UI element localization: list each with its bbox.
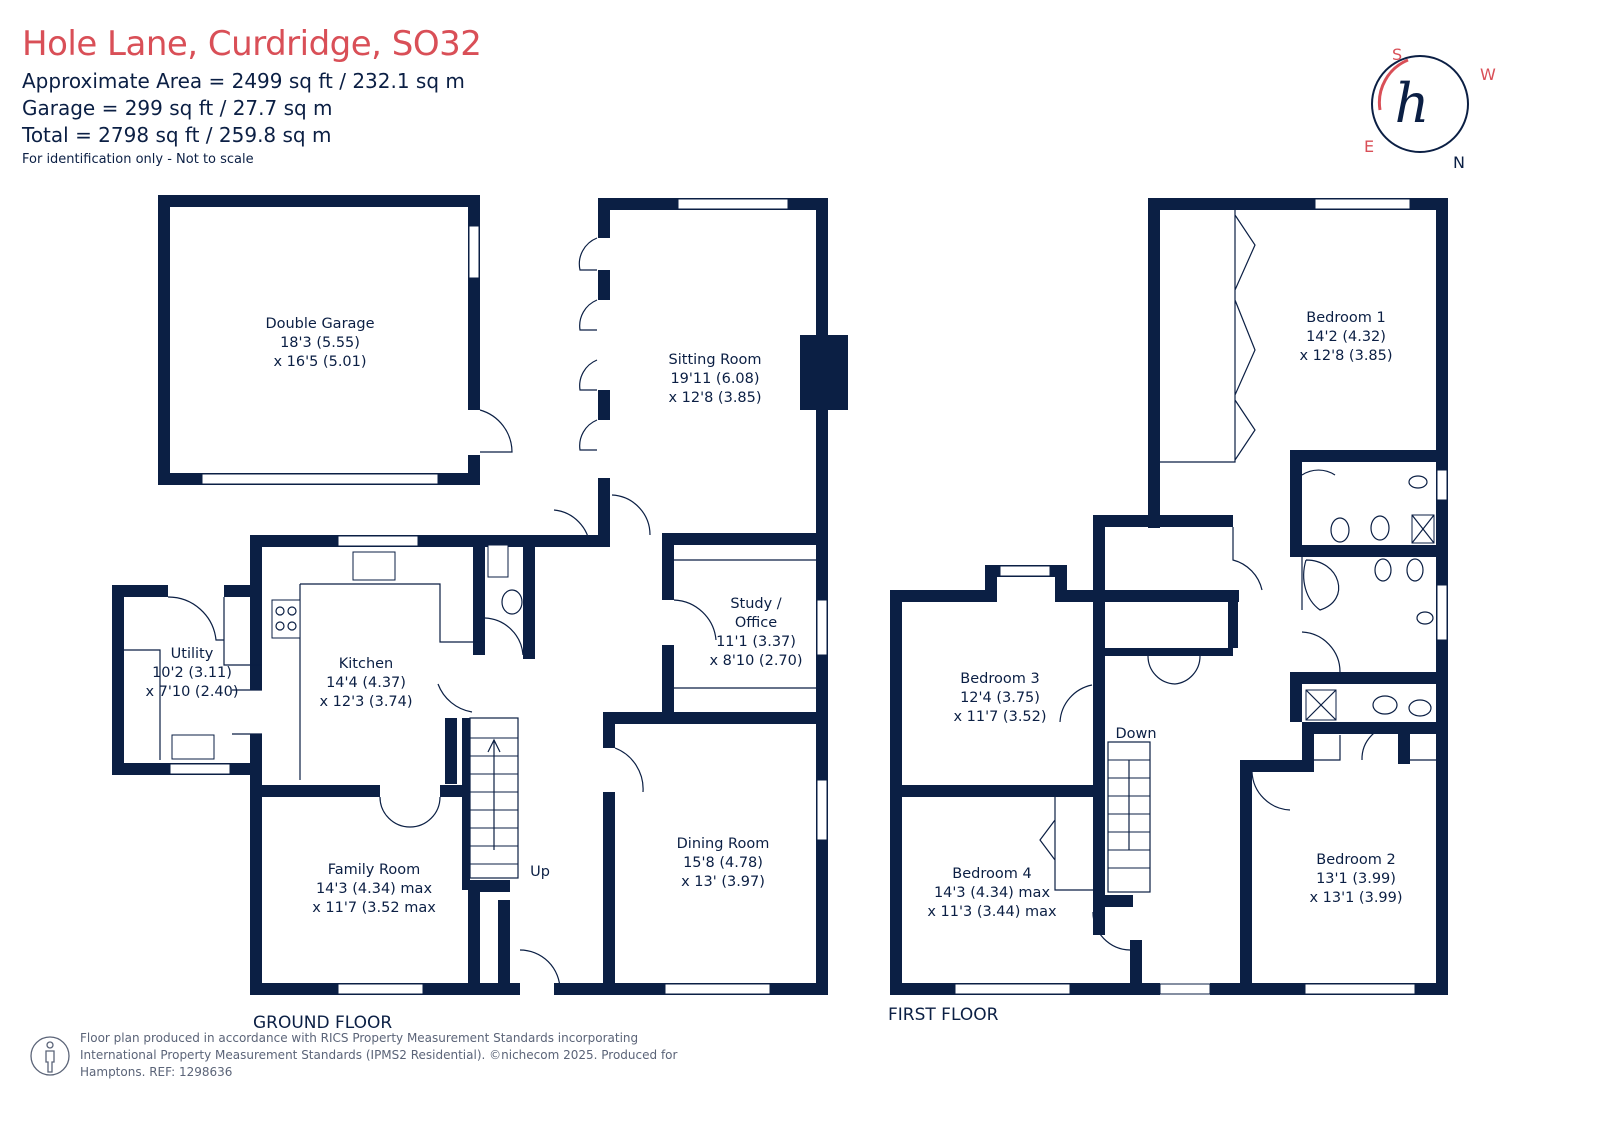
footer-line-3: Hamptons. REF: 1298636	[80, 1065, 233, 1079]
utility-sink	[171, 734, 215, 760]
disclaimer-note: For identification only - Not to scale	[22, 152, 254, 167]
approximate-area: Approximate Area = 2499 sq ft / 232.1 sq…	[22, 69, 465, 93]
label-bed4-l2: x 11'3 (3.44) max	[927, 904, 1057, 920]
label-kitchen-l2: x 12'3 (3.74)	[319, 694, 412, 710]
total-area: Total = 2798 sq ft / 259.8 sq m	[22, 123, 332, 147]
label-bed3-name: Bedroom 3	[960, 671, 1039, 687]
label-bed3-l2: x 11'7 (3.52)	[953, 709, 1046, 725]
label-bed4-l1: 14'3 (4.34) max	[934, 885, 1050, 901]
label-utility-l2: x 7'10 (2.40)	[145, 684, 238, 700]
label-garage-l1: 18'3 (5.55)	[280, 335, 360, 351]
hob	[271, 599, 301, 639]
label-garage-name: Double Garage	[265, 316, 374, 332]
label-study-l1: 11'1 (3.37)	[716, 634, 796, 650]
logo-letter: h	[1395, 72, 1430, 135]
label-study-l2: x 8'10 (2.70)	[709, 653, 802, 669]
footer-line-2: International Property Measurement Stand…	[80, 1048, 678, 1062]
compass-w: W	[1480, 65, 1496, 84]
footer-line-1: Floor plan produced in accordance with R…	[80, 1031, 639, 1045]
label-family-l1: 14'3 (4.34) max	[316, 881, 432, 897]
label-kitchen-l1: 14'4 (4.37)	[326, 675, 406, 691]
header: Hole Lane, Curdridge, SO32 Approximate A…	[22, 24, 482, 171]
person-scale-icon	[30, 1036, 70, 1076]
first-floor-walls	[890, 198, 1448, 995]
compass-logo: h S W N E	[1364, 45, 1496, 172]
compass-n: N	[1453, 153, 1465, 172]
label-study-name2: Office	[735, 615, 777, 631]
label-dining-l1: 15'8 (4.78)	[683, 855, 763, 871]
compass-s: S	[1392, 45, 1402, 64]
ground-floor-walls	[112, 195, 848, 995]
label-bed4-name: Bedroom 4	[952, 866, 1031, 882]
label-ground-floor: GROUND FLOOR	[253, 1013, 392, 1033]
label-bed2-l1: 13'1 (3.99)	[1316, 871, 1396, 887]
label-sitting-l1: 19'11 (6.08)	[670, 371, 759, 387]
label-first-floor: FIRST FLOOR	[888, 1005, 999, 1025]
label-garage-l2: x 16'5 (5.01)	[273, 354, 366, 370]
label-utility-l1: 10'2 (3.11)	[152, 665, 232, 681]
label-family-name: Family Room	[328, 862, 421, 878]
label-bed3-l1: 12'4 (3.75)	[960, 690, 1040, 706]
label-stairs-down: Down	[1115, 726, 1156, 742]
label-stairs-up: Up	[530, 864, 550, 880]
label-bed2-name: Bedroom 2	[1316, 852, 1395, 868]
label-bed2-l2: x 13'1 (3.99)	[1309, 890, 1402, 906]
property-title: Hole Lane, Curdridge, SO32	[22, 24, 482, 64]
label-kitchen-name: Kitchen	[339, 656, 394, 672]
label-sitting-l2: x 12'8 (3.85)	[668, 390, 761, 406]
label-dining-l2: x 13' (3.97)	[681, 874, 765, 890]
garage-door	[201, 473, 439, 485]
kitchen-sink	[352, 551, 396, 581]
label-sitting-name: Sitting Room	[669, 352, 762, 368]
label-bed1-l2: x 12'8 (3.85)	[1299, 348, 1392, 364]
label-study-name: Study /	[730, 596, 781, 612]
label-bed1-name: Bedroom 1	[1306, 310, 1385, 326]
garage-area: Garage = 299 sq ft / 27.7 sq m	[22, 96, 333, 120]
label-dining-name: Dining Room	[677, 836, 770, 852]
footer-credits: Floor plan produced in accordance with R…	[80, 1030, 680, 1081]
label-bed1-l1: 14'2 (4.32)	[1306, 329, 1386, 345]
chimney-breast	[800, 335, 848, 410]
label-family-l2: x 11'7 (3.52 max	[312, 900, 436, 916]
room-labels: Double Garage 18'3 (5.55) x 16'5 (5.01) …	[145, 310, 1402, 1033]
label-utility-name: Utility	[171, 646, 214, 662]
compass-e: E	[1364, 137, 1374, 156]
